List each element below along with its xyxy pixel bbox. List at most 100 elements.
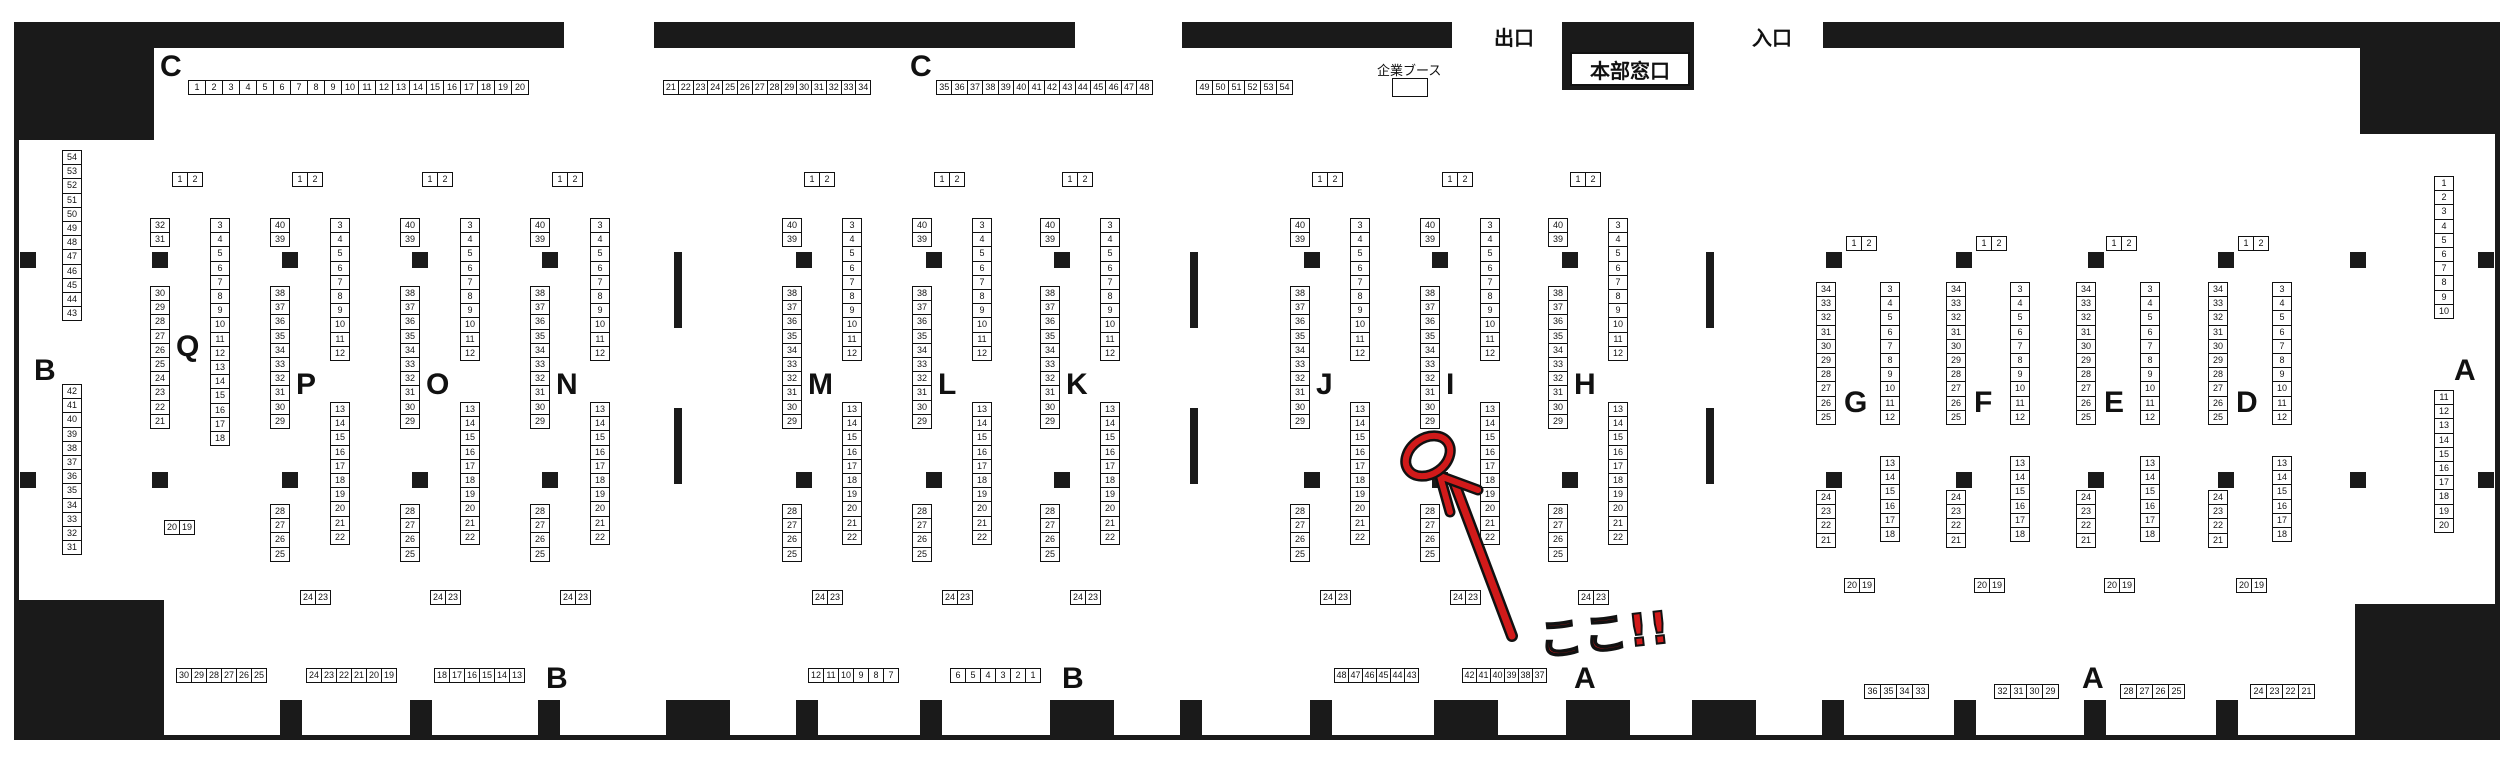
booth-p: 4: [330, 232, 350, 248]
booth-wall-a: 15: [2434, 446, 2454, 462]
booth-g: 8: [1880, 353, 1900, 369]
booth-h: 15: [1608, 430, 1628, 446]
booth-e: 6: [2140, 324, 2160, 340]
booth-p: 17: [330, 458, 350, 474]
booth-o: 14: [460, 416, 480, 432]
outer-wall-left: [14, 140, 19, 600]
booth-i: 6: [1480, 260, 1500, 276]
bottom-wall-pillar: [1822, 700, 1844, 740]
booth-g: 17: [1880, 512, 1900, 528]
bottom-wall-pillar: [920, 700, 942, 740]
booth-wall-b: 22: [336, 668, 352, 683]
booth-o: 4: [460, 232, 480, 248]
booth-wall-c: 19: [494, 80, 512, 95]
booth-m: 23: [827, 590, 843, 605]
booth-o: 31: [400, 385, 420, 401]
booth-l: 25: [912, 546, 932, 562]
booth-wall-b: 49: [62, 221, 82, 237]
booth-l: 3: [972, 218, 992, 234]
booth-d: 15: [2272, 484, 2292, 500]
booth-o: 27: [400, 518, 420, 534]
booth-d: 22: [2208, 518, 2228, 534]
booth-l: 6: [972, 260, 992, 276]
booth-k: 36: [1040, 314, 1060, 330]
booth-g: 4: [1880, 296, 1900, 312]
booth-m: 20: [842, 501, 862, 517]
booth-q: 21: [150, 413, 170, 429]
booth-i: 28: [1420, 504, 1440, 520]
booth-wall-b: 44: [62, 292, 82, 308]
booth-q: 31: [150, 232, 170, 248]
booth-wall-a: 38: [1518, 668, 1533, 683]
booth-g: 13: [1880, 456, 1900, 472]
booth-q: 14: [210, 374, 230, 390]
booth-g: 11: [1880, 395, 1900, 411]
booth-m: 28: [782, 504, 802, 520]
booth-d: 7: [2272, 338, 2292, 354]
booth-g: 25: [1816, 409, 1836, 425]
pillar: [1956, 252, 1972, 268]
booth-wall-c: 20: [511, 80, 529, 95]
booth-l: 15: [972, 430, 992, 446]
pillar: [412, 472, 428, 488]
booth-n: 19: [590, 487, 610, 503]
booth-n: 26: [530, 532, 550, 548]
booth-i: 1: [1442, 172, 1458, 187]
pillar: [152, 252, 168, 268]
booth-o: 8: [460, 289, 480, 305]
booth-o: 38: [400, 286, 420, 302]
booth-wall-a: 32: [1994, 684, 2011, 699]
corner-wall-top-left: [14, 22, 154, 140]
booth-o: 26: [400, 532, 420, 548]
booth-k: 8: [1100, 289, 1120, 305]
booth-i: 3: [1480, 218, 1500, 234]
booth-wall-c: 53: [1260, 80, 1277, 95]
booth-o: 3: [460, 218, 480, 234]
booth-wall-c: 22: [677, 80, 694, 95]
booth-m: 3: [842, 218, 862, 234]
booth-d: 31: [2208, 324, 2228, 340]
booth-l: 19: [972, 487, 992, 503]
booth-wall-a: 7: [2434, 261, 2454, 277]
booth-f: 19: [1989, 578, 2005, 593]
booth-wall-a: 26: [2152, 684, 2169, 699]
booth-wall-b: 7: [883, 668, 899, 683]
booth-l: 40: [912, 218, 932, 234]
booth-wall-c: 10: [341, 80, 359, 95]
pillar: [2218, 472, 2234, 488]
exit-label: 出口: [1494, 28, 1534, 50]
booth-wall-a: 39: [1504, 668, 1519, 683]
block-label-o: O: [426, 368, 450, 401]
booth-o: 33: [400, 357, 420, 373]
block-label-p: P: [296, 368, 317, 401]
booth-n: 29: [530, 413, 550, 429]
booth-e: 26: [2076, 395, 2096, 411]
booth-wall-b: 39: [62, 426, 82, 442]
booth-k: 40: [1040, 218, 1060, 234]
block-label-e: E: [2104, 386, 2125, 419]
booth-p: 38: [270, 286, 290, 302]
booth-g: 21: [1816, 532, 1836, 548]
booth-wall-a: 18: [2434, 489, 2454, 505]
booth-f: 26: [1946, 395, 1966, 411]
block-label-k: K: [1066, 368, 1088, 401]
booth-d: 10: [2272, 381, 2292, 397]
booth-l: 4: [972, 232, 992, 248]
booth-n: 7: [590, 274, 610, 290]
booth-k: 18: [1100, 473, 1120, 489]
booth-wall-c: 3: [222, 80, 240, 95]
booth-o: 20: [460, 501, 480, 517]
booth-i: 2: [1457, 172, 1473, 187]
block-label-h: H: [1574, 368, 1596, 401]
booth-d: 8: [2272, 353, 2292, 369]
booth-l: 17: [972, 458, 992, 474]
booth-p: 36: [270, 314, 290, 330]
bottom-wall-pillar: [666, 700, 730, 740]
booth-i: 39: [1420, 232, 1440, 248]
booth-f: 7: [2010, 338, 2030, 354]
booth-wall-b: 29: [191, 668, 207, 683]
booth-h: 38: [1548, 286, 1568, 302]
booth-o: 17: [460, 458, 480, 474]
booth-p: 6: [330, 260, 350, 276]
booth-g: 15: [1880, 484, 1900, 500]
